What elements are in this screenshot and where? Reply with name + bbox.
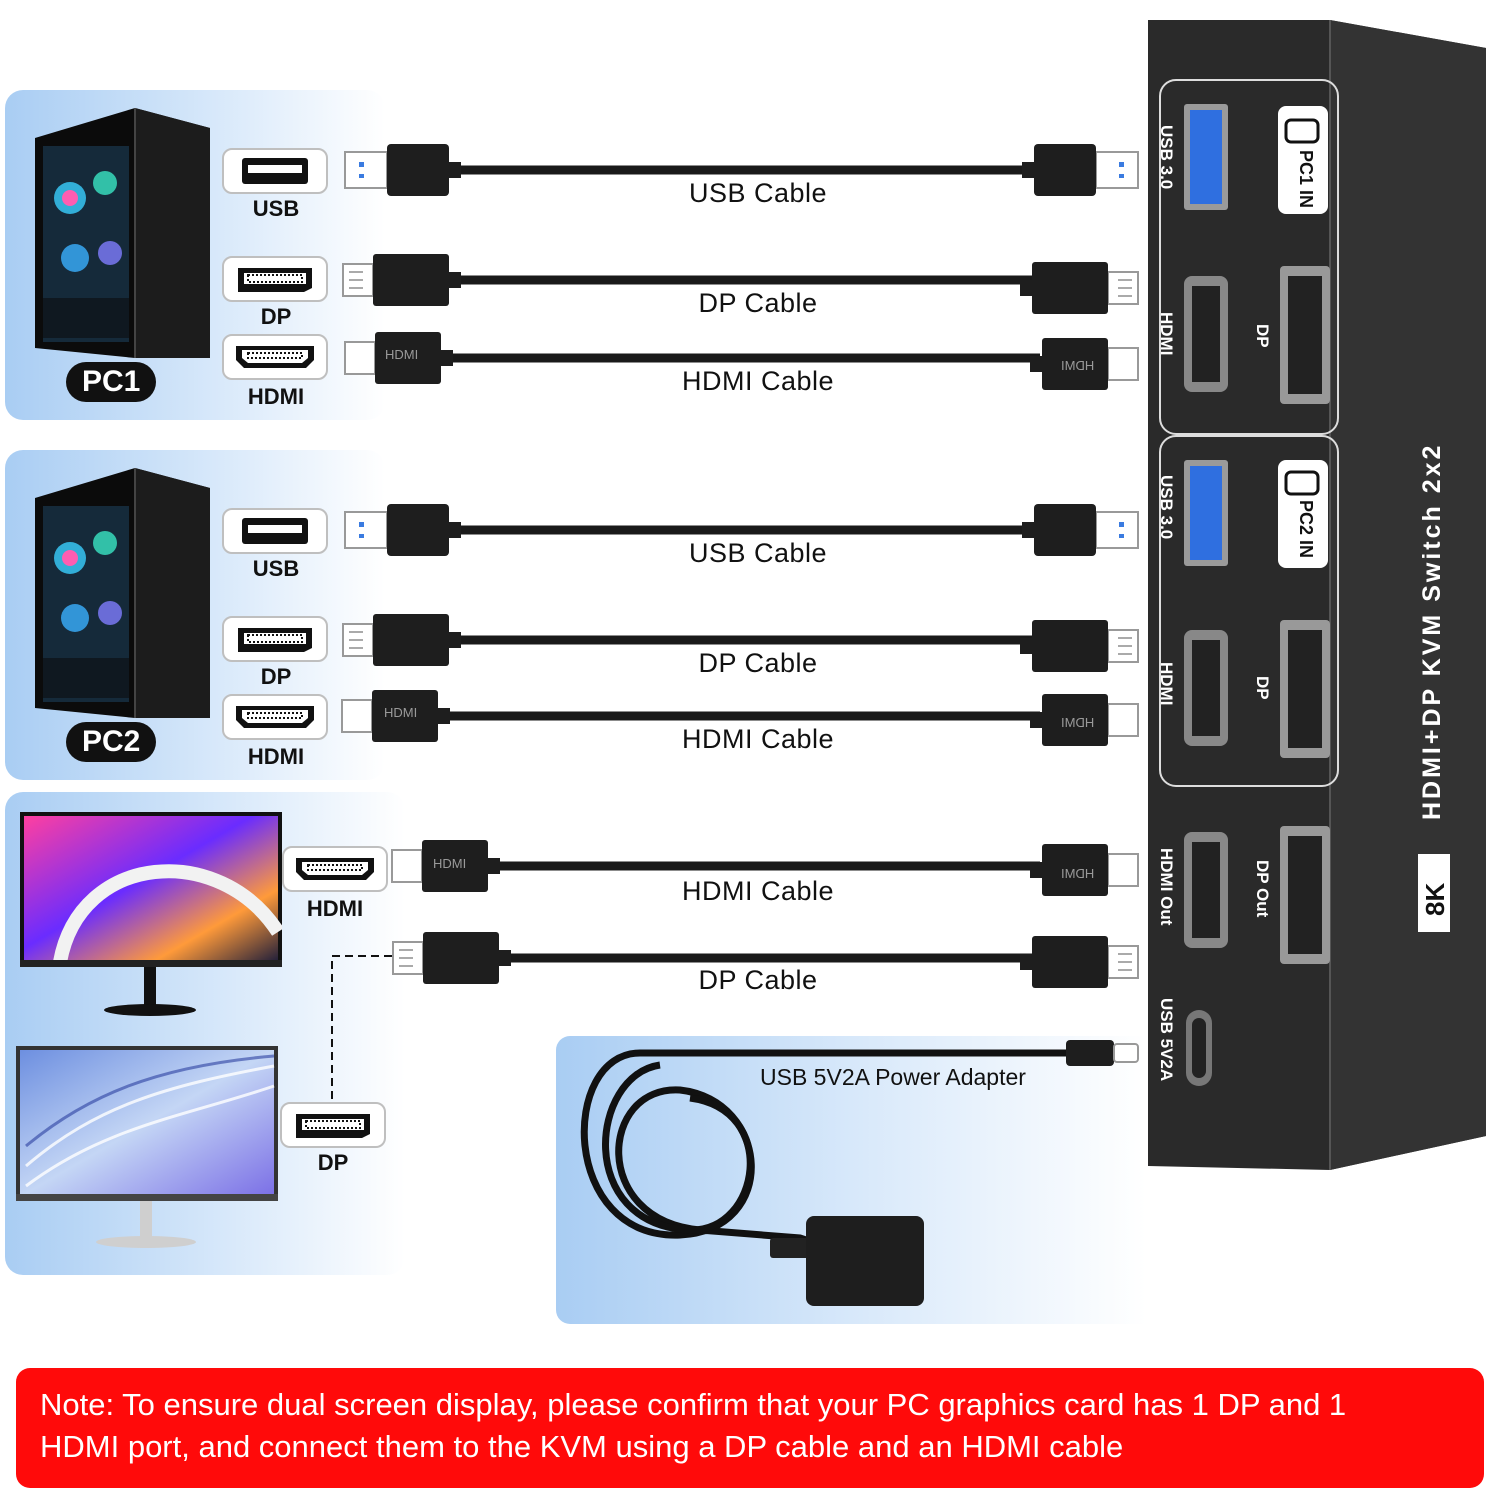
kvm-usb30-label-1: USB 3.0 <box>1157 125 1176 190</box>
dp-port-icon <box>238 628 312 652</box>
kvm-dp-label-1: DP <box>1253 324 1272 348</box>
pc2-badge: PC2 <box>66 722 157 762</box>
pc2-tower-image <box>35 468 210 718</box>
kvm-dp-label-2: DP <box>1253 676 1272 700</box>
monitor2-image <box>16 1046 278 1248</box>
pc1-dp-cable-label: DP Cable <box>698 288 818 318</box>
monitor1-hdmi-port-box <box>282 846 388 892</box>
pc1-badge: PC1 <box>66 362 157 402</box>
pc2-usb-cable-label: USB Cable <box>688 538 828 568</box>
kvm-usb30-label-2: USB 3.0 <box>1157 475 1176 540</box>
hdmi-connector-mark: HDMI <box>1061 715 1095 730</box>
pc1-hdmi-label: HDMI <box>247 384 305 409</box>
monitor-dp-cable-label: DP Cable <box>698 965 818 995</box>
kvm-pc1-in-label: PC1 IN <box>1296 150 1316 209</box>
hdmi-connector-mark: HDMI <box>384 705 418 720</box>
cables-drawing <box>331 143 1139 1306</box>
pc1-tower-image <box>35 108 210 358</box>
kvm-switch-image <box>1148 20 1486 1170</box>
pc1-dp-port-box <box>222 256 328 302</box>
monitor2-dp-port-box <box>280 1102 386 1148</box>
kvm-8k-badge: 8K <box>1420 882 1450 916</box>
dp-port-icon <box>296 1114 370 1138</box>
hdmi-connector-mark: HDMI <box>433 856 467 871</box>
usb-port-icon <box>242 158 308 184</box>
usb-port-icon <box>242 518 308 544</box>
kvm-hdmi-out-label: HDMI Out <box>1157 848 1176 926</box>
hdmi-connector-mark: HDMI <box>1061 358 1095 373</box>
monitor2-dp-label: DP <box>317 1150 349 1175</box>
power-adapter-label: USB 5V2A Power Adapter <box>760 1064 1026 1090</box>
note-line-1: Note: To ensure dual screen display, ple… <box>40 1387 1347 1422</box>
pc2-dp-cable-label: DP Cable <box>698 648 818 678</box>
dp-port-icon <box>238 268 312 292</box>
hdmi-connector-mark: HDMI <box>385 347 419 362</box>
monitor-hdmi-cable-label: HDMI Cable <box>681 876 835 906</box>
note-line-2: HDMI port, and connect them to the KVM u… <box>40 1429 1124 1464</box>
pc1-usb-port-box <box>222 148 328 194</box>
pc2-hdmi-cable-label: HDMI Cable <box>681 724 835 754</box>
hdmi-port-icon <box>236 346 314 368</box>
monitor1-image <box>20 812 282 1016</box>
pc1-usb-cable-label: USB Cable <box>688 178 828 208</box>
kvm-pc2-in-label: PC2 IN <box>1296 500 1316 559</box>
kvm-title: HDMI+DP KVM Switch 2x2 <box>1418 442 1446 820</box>
kvm-hdmi-label-1: HDMI <box>1157 312 1176 356</box>
kvm-usb-5v2a-label: USB 5V2A <box>1157 998 1176 1082</box>
pc2-usb-port-box <box>222 508 328 554</box>
pc2-dp-port-box <box>222 616 328 662</box>
pc1-dp-label: DP <box>260 304 292 329</box>
hdmi-connector-mark: HDMI <box>1061 866 1095 881</box>
pc2-dp-label: DP <box>260 664 292 689</box>
dual-screen-note: Note: To ensure dual screen display, ple… <box>16 1368 1484 1488</box>
pc1-hdmi-port-box <box>222 334 328 380</box>
pc2-hdmi-port-box <box>222 694 328 740</box>
pc2-hdmi-label: HDMI <box>247 744 305 769</box>
hdmi-port-icon <box>296 858 374 880</box>
hdmi-port-icon <box>236 706 314 728</box>
pc1-hdmi-cable-label: HDMI Cable <box>681 366 835 396</box>
pc1-usb-label: USB <box>252 196 300 221</box>
kvm-dp-out-label: DP Out <box>1253 860 1272 918</box>
monitor1-hdmi-label: HDMI <box>306 896 364 921</box>
kvm-hdmi-label-2: HDMI <box>1157 662 1176 706</box>
pc2-usb-label: USB <box>252 556 300 581</box>
